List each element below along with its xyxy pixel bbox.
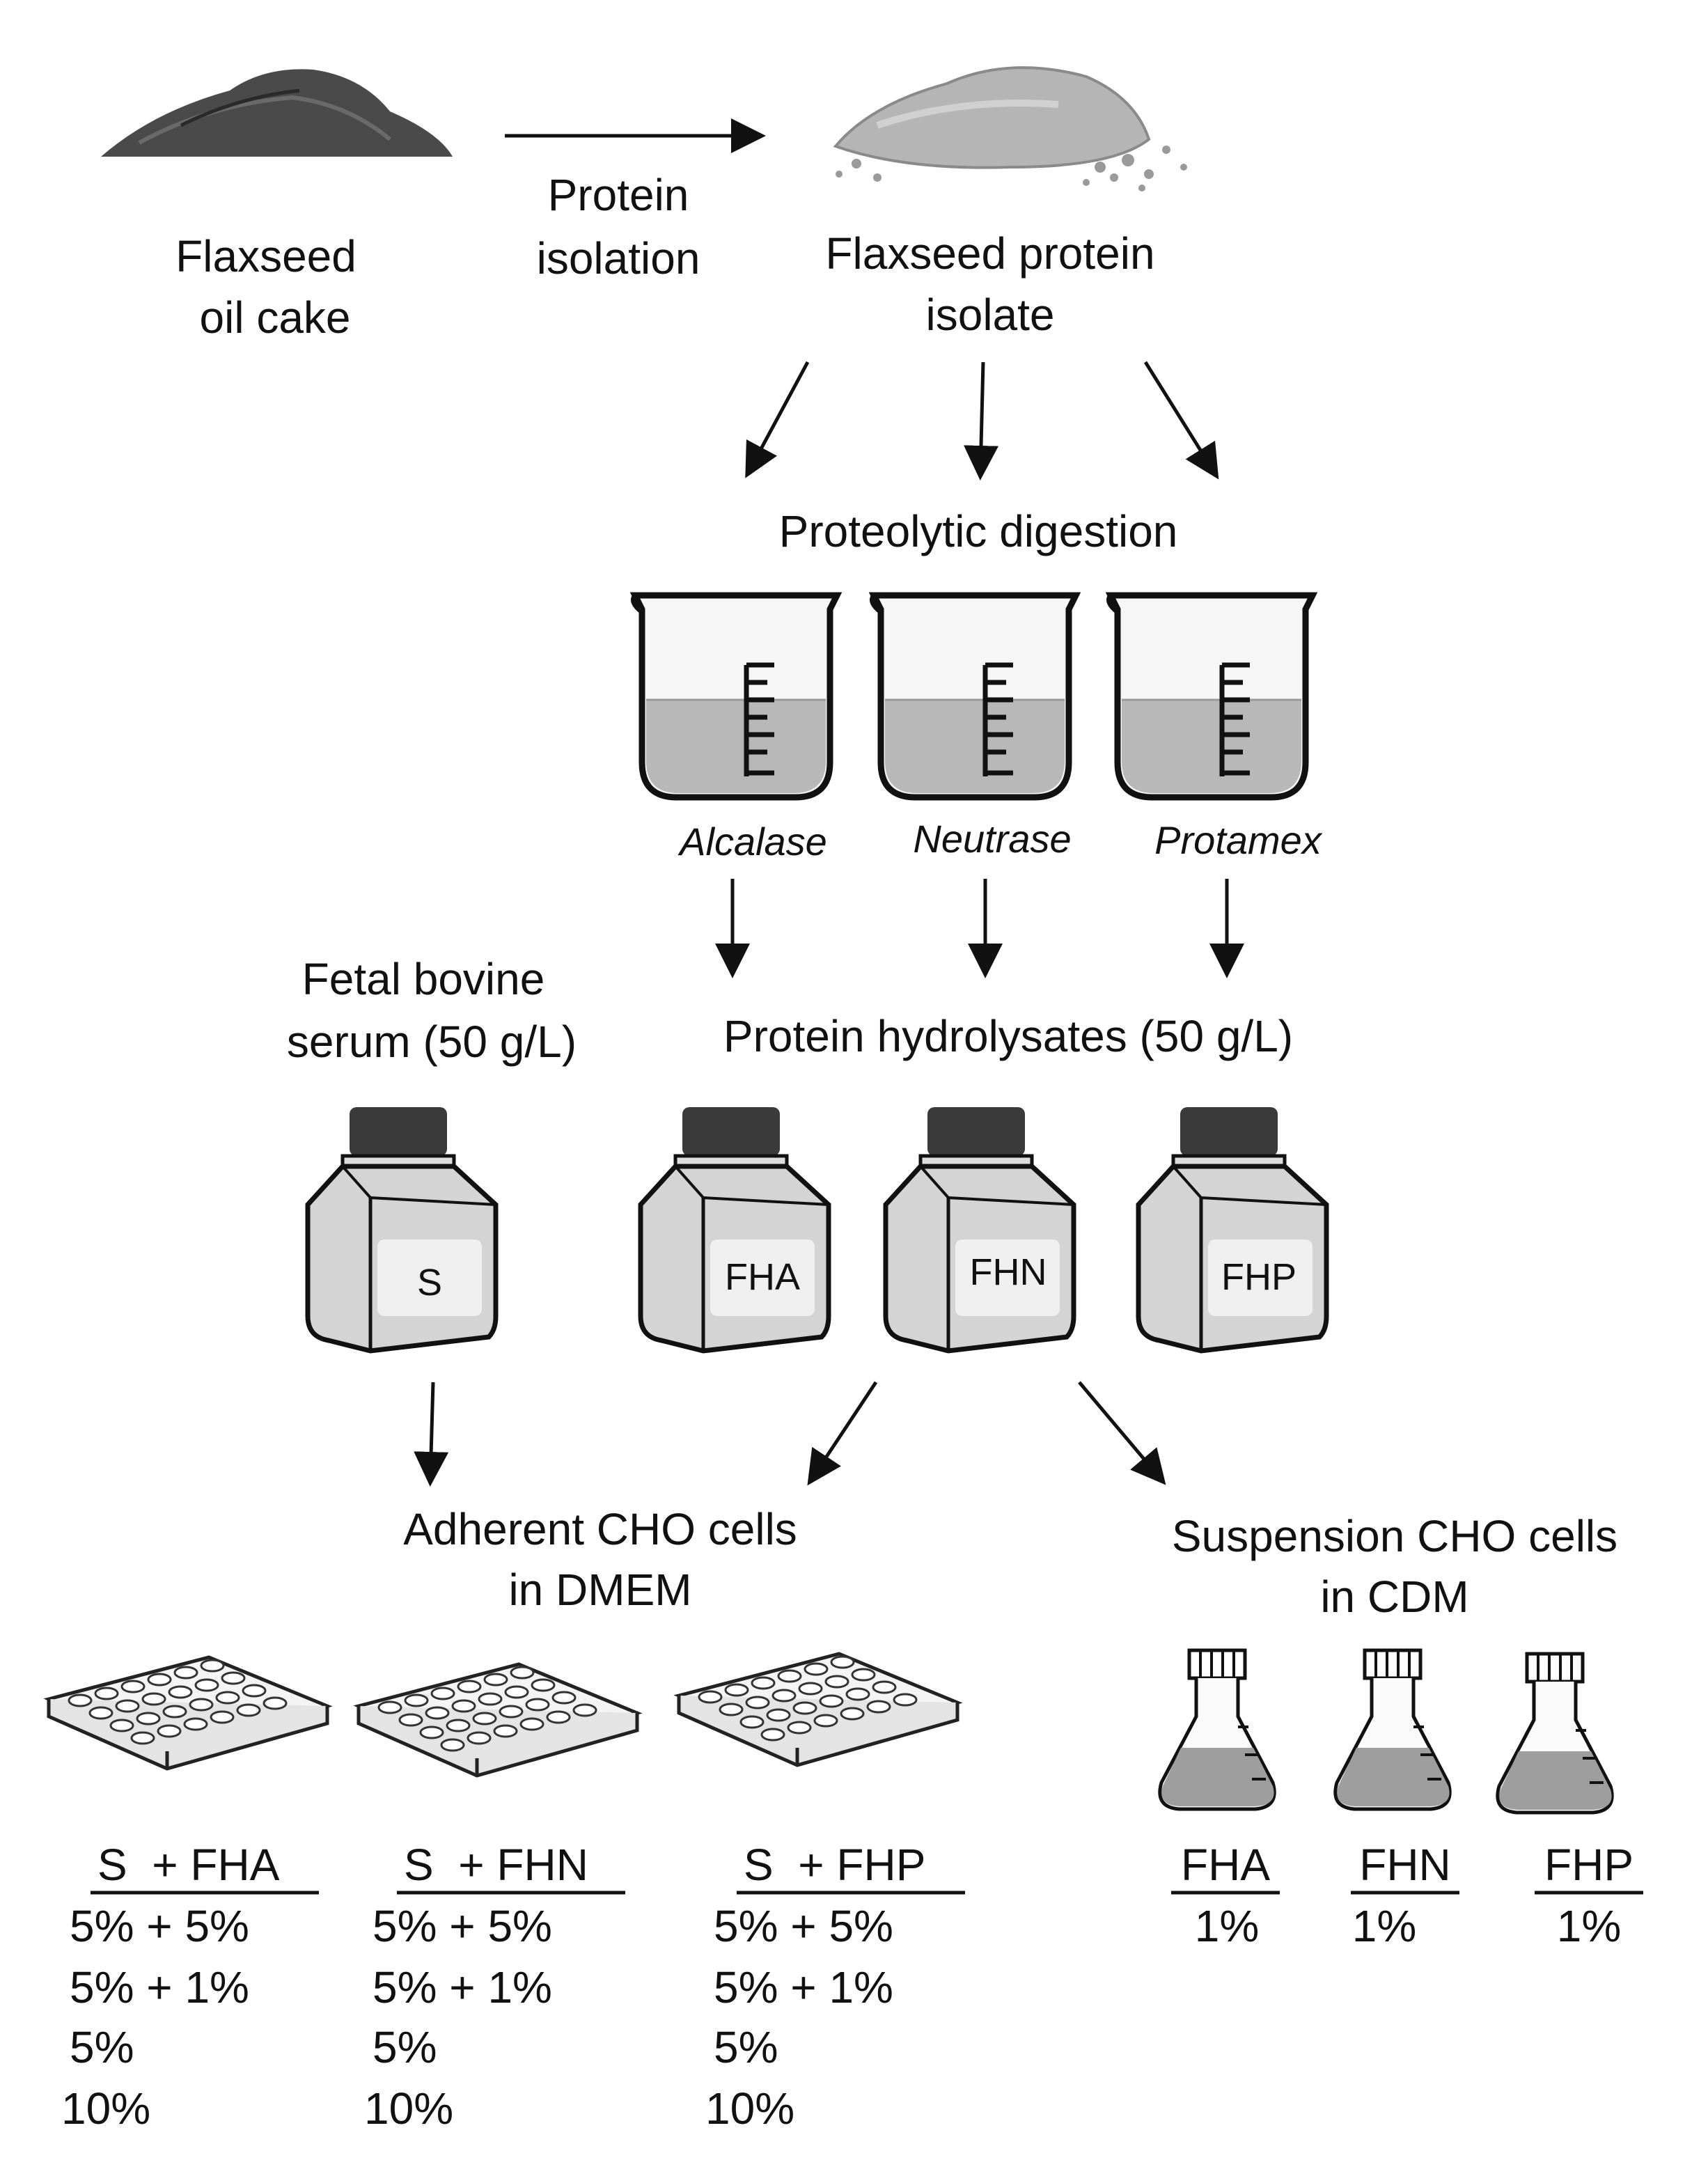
reagent-bottle-icon xyxy=(641,1107,829,1351)
suspension-condition: FHN 1% xyxy=(1351,1840,1459,1951)
oil-cake-label-line2: oil cake xyxy=(200,292,351,343)
well-plate-icon xyxy=(359,1664,637,1776)
powder-isolate-icon xyxy=(833,66,1187,191)
enzyme-label-protamex: Protamex xyxy=(1154,818,1323,862)
flask-header: FHP xyxy=(1544,1840,1633,1890)
adherent-condition-group: S + FHA 5% + 5% 5% + 1% 5% 10% xyxy=(61,1840,319,2134)
arrow-hydrolysates-to-suspension xyxy=(1078,1381,1166,1485)
condition-header: S + FHA xyxy=(97,1840,280,1890)
erlenmeyer-flask-icon xyxy=(1160,1650,1274,1809)
condition-row: 10% xyxy=(61,2083,150,2134)
condition-row: 5% + 5% xyxy=(373,1901,552,1951)
arrow-to-protamex xyxy=(1143,361,1219,480)
suspension-title-line2: in CDM xyxy=(1320,1572,1468,1622)
beaker-icon xyxy=(872,595,1076,797)
isolation-label-line1: Protein xyxy=(548,170,689,220)
powder-pile-icon xyxy=(101,69,453,157)
beaker-icon xyxy=(634,595,837,797)
suspension-condition: FHP 1% xyxy=(1535,1840,1643,1951)
condition-row: 5% xyxy=(70,2022,134,2072)
condition-row: 10% xyxy=(364,2083,453,2134)
serum-title-line2: serum (50 g/L) xyxy=(287,1017,577,1067)
condition-row: 10% xyxy=(705,2083,794,2134)
condition-row: 5% + 5% xyxy=(70,1901,249,1951)
condition-row: 5% + 5% xyxy=(714,1901,893,1951)
suspension-title-line1: Suspension CHO cells xyxy=(1172,1511,1617,1561)
flask-header: FHA xyxy=(1181,1840,1270,1890)
beaker-icon xyxy=(1109,595,1313,797)
reagent-bottle-icon xyxy=(886,1107,1074,1351)
enzyme-label-neutrase: Neutrase xyxy=(913,817,1071,861)
flask-value: 1% xyxy=(1557,1901,1622,1951)
bottle-label-s: S xyxy=(417,1262,442,1304)
adherent-condition-group: S + FHP 5% + 5% 5% + 1% 5% 10% xyxy=(705,1840,965,2134)
isolate-label-line1: Flaxseed protein xyxy=(825,228,1154,279)
flask-value: 1% xyxy=(1195,1901,1260,1951)
bottle-label-fha: FHA xyxy=(725,1256,800,1298)
bottle-label-fhn: FHN xyxy=(970,1251,1047,1293)
arrow-serum-to-adherent xyxy=(414,1382,449,1487)
hydrolysates-title: Protein hydrolysates (50 g/L) xyxy=(723,1011,1293,1061)
condition-row: 5% + 1% xyxy=(714,1962,893,2012)
enzyme-label-alcalase: Alcalase xyxy=(677,820,827,863)
condition-header: S + FHN xyxy=(404,1840,588,1890)
flask-header: FHN xyxy=(1359,1840,1451,1890)
reagent-bottle-icon xyxy=(308,1107,496,1351)
condition-row: 5% xyxy=(373,2022,437,2072)
adherent-title-line2: in DMEM xyxy=(508,1565,691,1615)
erlenmeyer-flask-icon xyxy=(1498,1654,1612,1813)
oil-cake-label-line1: Flaxseed xyxy=(175,231,357,281)
isolation-label-line2: isolation xyxy=(537,233,700,283)
condition-row: 5% xyxy=(714,2022,778,2072)
condition-row: 5% + 1% xyxy=(70,1962,249,2012)
arrow-hydrolysates-to-adherent xyxy=(807,1381,878,1486)
suspension-condition: FHA 1% xyxy=(1171,1840,1280,1951)
flask-value: 1% xyxy=(1352,1901,1417,1951)
erlenmeyer-flask-icon xyxy=(1335,1650,1450,1809)
reagent-bottle-icon xyxy=(1138,1107,1326,1351)
isolate-label-line2: isolate xyxy=(926,290,1055,340)
well-plate-icon xyxy=(679,1654,957,1765)
well-plate-icon xyxy=(49,1657,327,1769)
adherent-title-line1: Adherent CHO cells xyxy=(403,1504,797,1554)
condition-header: S + FHP xyxy=(744,1840,925,1890)
digestion-title: Proteolytic digestion xyxy=(779,506,1178,556)
adherent-condition-group: S + FHN 5% + 5% 5% + 1% 5% 10% xyxy=(364,1840,625,2134)
arrow-to-neutrase xyxy=(964,361,998,480)
arrow-to-alcalase xyxy=(745,361,810,478)
condition-row: 5% + 1% xyxy=(373,1962,552,2012)
serum-title-line1: Fetal bovine xyxy=(302,954,545,1004)
bottle-label-fhp: FHP xyxy=(1221,1256,1296,1298)
